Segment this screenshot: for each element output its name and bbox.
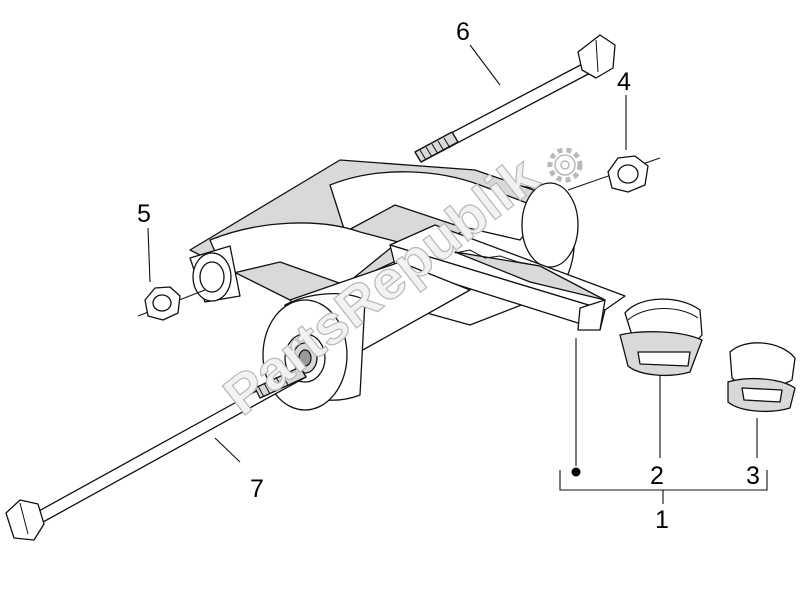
callout-7: 7	[250, 475, 264, 503]
bolt-upper	[414, 34, 616, 163]
gear-icon	[547, 147, 583, 183]
callout-6: 6	[456, 18, 470, 46]
callout-5: 5	[137, 200, 151, 228]
callout-4: 4	[617, 68, 631, 96]
bolt-lower	[5, 366, 307, 541]
leader-lines	[147, 44, 768, 504]
rubber-bushing-2	[619, 298, 703, 376]
callout-labels: 6 4 5 7 2 3 1	[137, 18, 760, 534]
swing-arm-body	[189, 159, 626, 411]
callout-1: 1	[655, 506, 669, 534]
nut-right	[567, 155, 661, 193]
callout-2: 2	[650, 462, 664, 490]
leader-7	[214, 437, 241, 463]
nut-left	[137, 286, 206, 321]
rubber-bushing-3	[727, 342, 796, 412]
leader-5	[147, 227, 151, 283]
callout-3: 3	[746, 462, 760, 490]
group-marker-dot	[571, 467, 581, 477]
leader-6	[469, 44, 501, 86]
